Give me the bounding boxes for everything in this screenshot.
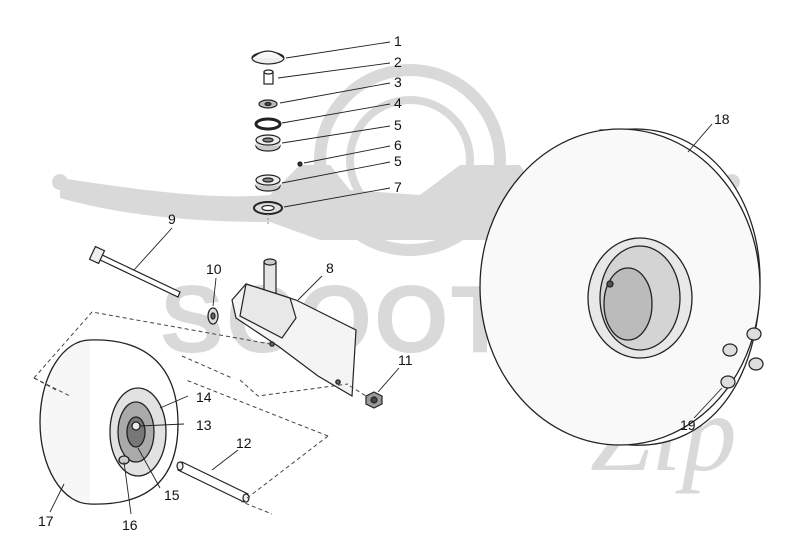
spacer: [263, 69, 274, 85]
assembly-lines: [33, 311, 367, 515]
lug-nuts: [720, 327, 764, 389]
callout-11: 11: [398, 352, 413, 368]
nut: [258, 99, 278, 109]
callout-18: 18: [714, 111, 730, 127]
callout-5-lower: 5: [394, 153, 402, 169]
callout-13: 13: [196, 417, 212, 433]
axle-bolt: [88, 245, 181, 298]
bearing-upper: [255, 134, 281, 152]
callout-1: 1: [394, 33, 402, 49]
leader-lines: [49, 41, 723, 515]
seal-lower: [253, 201, 283, 215]
callout-16: 16: [122, 517, 138, 533]
dust-cap: [251, 50, 285, 65]
grease-fitting: [297, 161, 303, 167]
drive-wheel: [479, 128, 761, 446]
callout-12: 12: [236, 435, 252, 451]
callout-15: 15: [164, 487, 180, 503]
washer: [207, 307, 219, 325]
callout-2: 2: [394, 54, 402, 70]
caster-fork: [231, 258, 357, 398]
callout-9: 9: [168, 211, 176, 227]
callout-7: 7: [394, 179, 402, 195]
callout-3: 3: [394, 74, 402, 90]
caster-wheel: [39, 339, 179, 505]
callout-17: 17: [38, 513, 54, 529]
callouts: 1 2 3 4 5 6 5 7 8 9 10 11 12 13 14 15 16…: [38, 33, 730, 533]
spindle: [176, 461, 250, 503]
callout-6: 6: [394, 137, 402, 153]
bearing-lower: [255, 174, 281, 192]
callout-8: 8: [326, 260, 334, 276]
callout-19: 19: [680, 417, 696, 433]
callout-14: 14: [196, 389, 212, 405]
callout-5-upper: 5: [394, 117, 402, 133]
callout-10: 10: [206, 261, 222, 277]
callout-4: 4: [394, 95, 402, 111]
caster-bearing-stack: [251, 50, 303, 226]
seal: [254, 117, 282, 131]
lock-nut: [365, 391, 383, 409]
